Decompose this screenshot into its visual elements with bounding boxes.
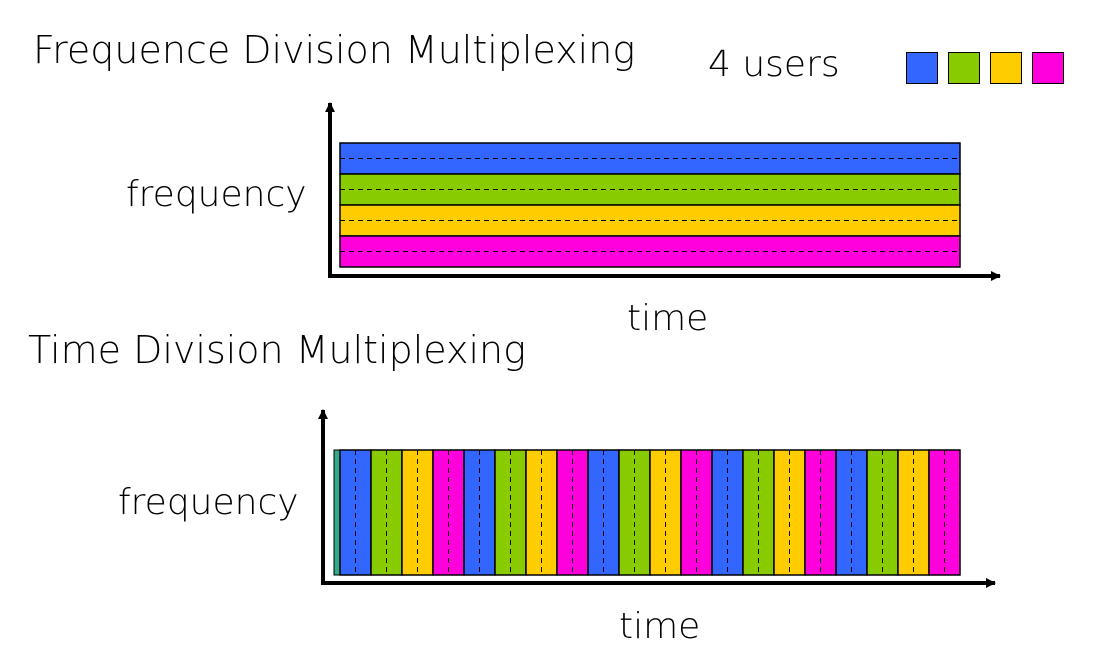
legend-swatch-user-4 [1032,52,1064,84]
tdm-leading-slot [333,449,341,576]
tdm-slot-user-3 [773,449,806,576]
tdm-slots [333,449,961,576]
fdm-y-label: frequency [126,174,307,215]
fdm-x-label: time [627,298,709,339]
fdm-title: Frequence Division Multiplexing [33,28,636,72]
tdm-y-label: frequency [118,482,299,523]
legend-label: 4 users [708,44,840,85]
fdm-bands [339,142,961,268]
tdm-title: Time Division Multiplexing [28,328,526,372]
legend-swatch-user-1 [906,52,938,84]
legend-swatch-user-2 [948,52,980,84]
legend-swatch-user-3 [990,52,1022,84]
tdm-x-label: time [619,606,701,647]
